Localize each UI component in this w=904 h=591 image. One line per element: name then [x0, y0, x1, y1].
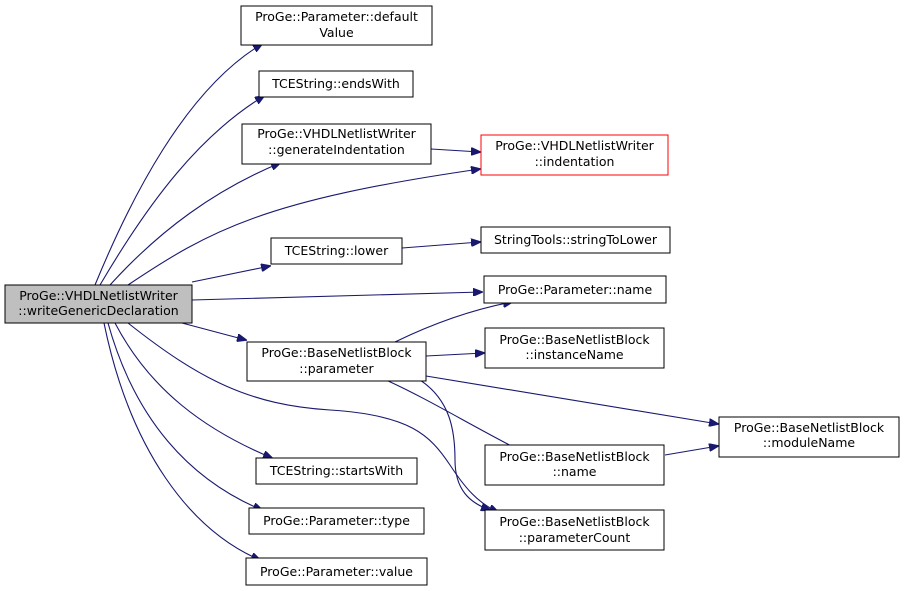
- node-block-instance-name-line-2: ::instanceName: [525, 347, 624, 362]
- edge-tce-lower-to-string-to-lower: [401, 242, 480, 249]
- node-param-value-label: ProGe::Parameter::value: [260, 564, 413, 579]
- node-block-parameter-count-line-1: ProGe::BaseNetlistBlock: [499, 514, 650, 529]
- edge-root-to-block-parameter-count: [127, 322, 498, 512]
- edge-root-to-param-default-value: [94, 44, 262, 286]
- node-param-type-label: ProGe::Parameter::type: [263, 513, 410, 528]
- node-tce-ends-with-label: TCEString::endsWith: [271, 76, 400, 91]
- node-root-line-2: ::writeGenericDeclaration: [18, 303, 178, 318]
- node-string-to-lower-label: StringTools::stringToLower: [494, 232, 658, 247]
- node-indentation-line-2: ::indentation: [535, 154, 615, 169]
- node-tce-starts-with[interactable]: TCEString::startsWith: [255, 457, 418, 485]
- node-generate-indentation-line-1: ProGe::VHDLNetlistWriter: [257, 126, 416, 141]
- node-param-name[interactable]: ProGe::Parameter::name: [483, 275, 667, 304]
- node-tce-ends-with[interactable]: TCEString::endsWith: [258, 70, 414, 98]
- edge-root-to-block-parameter: [181, 322, 246, 340]
- node-block-name-line-2: ::name: [553, 464, 597, 479]
- node-indentation-line-1: ProGe::VHDLNetlistWriter: [495, 138, 654, 153]
- edge-root-to-tce-starts-with: [114, 322, 272, 458]
- node-block-parameter-count[interactable]: ProGe::BaseNetlistBlock ::parameterCount: [484, 509, 665, 551]
- node-param-value[interactable]: ProGe::Parameter::value: [245, 557, 428, 586]
- edges: [94, 44, 718, 560]
- node-block-name[interactable]: ProGe::BaseNetlistBlock ::name: [484, 444, 665, 486]
- node-block-parameter[interactable]: ProGe::BaseNetlistBlock ::parameter: [246, 341, 427, 382]
- node-block-module-name[interactable]: ProGe::BaseNetlistBlock ::moduleName: [718, 416, 900, 458]
- node-param-type[interactable]: ProGe::Parameter::type: [248, 507, 425, 535]
- edge-root-to-indentation: [127, 169, 480, 286]
- node-tce-lower-label: TCEString::lower: [284, 243, 389, 258]
- node-root[interactable]: ProGe::VHDLNetlistWriter ::writeGenericD…: [4, 284, 193, 324]
- node-generate-indentation[interactable]: ProGe::VHDLNetlistWriter ::generateInden…: [241, 123, 432, 165]
- edge-root-to-param-type: [107, 322, 262, 510]
- edge-block-parameter-to-block-module-name: [425, 375, 718, 424]
- node-string-to-lower[interactable]: StringTools::stringToLower: [480, 226, 671, 254]
- node-tce-lower[interactable]: TCEString::lower: [270, 237, 403, 265]
- node-param-default-value[interactable]: ProGe::Parameter::default Value: [240, 5, 433, 46]
- node-block-instance-name[interactable]: ProGe::BaseNetlistBlock ::instanceName: [484, 327, 665, 369]
- edge-block-name-to-block-module-name: [664, 446, 718, 456]
- node-block-parameter-line-2: ::parameter: [299, 361, 374, 376]
- node-param-name-label: ProGe::Parameter::name: [498, 282, 653, 297]
- node-generate-indentation-line-2: ::generateIndentation: [268, 142, 405, 157]
- node-indentation[interactable]: ProGe::VHDLNetlistWriter ::indentation: [480, 134, 669, 176]
- edge-block-parameter-to-block-parameter-count: [419, 379, 490, 510]
- node-tce-starts-with-label: TCEString::startsWith: [269, 463, 403, 478]
- node-block-module-name-line-2: ::moduleName: [763, 435, 855, 450]
- edge-block-parameter-to-block-instance-name: [425, 353, 484, 356]
- node-block-parameter-line-1: ProGe::BaseNetlistBlock: [261, 345, 412, 360]
- edge-generate-indentation-to-indentation: [430, 149, 480, 152]
- edge-block-parameter-to-param-name: [394, 302, 512, 343]
- edge-root-to-param-name: [191, 292, 482, 301]
- node-block-parameter-count-line-2: ::parameterCount: [519, 530, 631, 545]
- node-param-default-value-line-1: ProGe::Parameter::default: [255, 9, 418, 24]
- edge-root-to-generate-indentation: [109, 163, 280, 286]
- edge-block-parameter-to-block-name: [385, 379, 523, 452]
- node-block-instance-name-line-1: ProGe::BaseNetlistBlock: [499, 332, 650, 347]
- node-param-default-value-line-2: Value: [319, 25, 354, 40]
- node-root-line-1: ProGe::VHDLNetlistWriter: [19, 288, 178, 303]
- edge-root-to-tce-lower: [191, 266, 270, 283]
- edge-root-to-tce-ends-with: [99, 96, 264, 286]
- node-block-module-name-line-1: ProGe::BaseNetlistBlock: [734, 420, 885, 435]
- node-block-name-line-1: ProGe::BaseNetlistBlock: [499, 449, 650, 464]
- edge-root-to-param-value: [103, 322, 260, 560]
